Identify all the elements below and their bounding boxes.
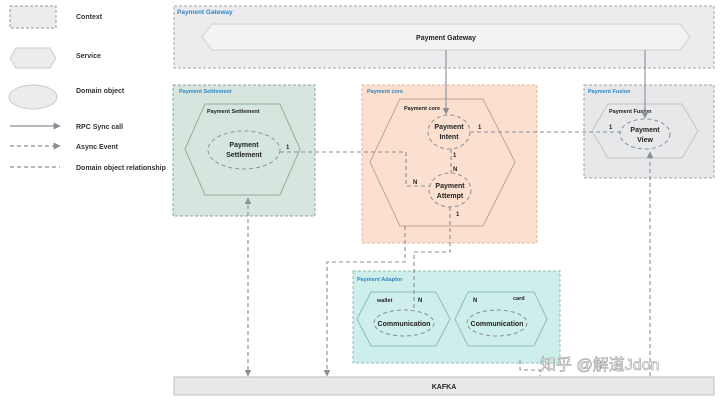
context-payment-adaptor: Payment Adaptor wallet Communication car… (352, 270, 561, 364)
service-settlement-shape (184, 103, 301, 196)
object-communication-wallet-label: Communication (378, 321, 431, 328)
object-view-line2: View (637, 137, 653, 144)
mult-intent-right-1: 1 (478, 125, 482, 131)
legend: Context Service Domain object RPC Sync c… (8, 5, 166, 172)
service-gateway-shape (201, 23, 691, 51)
object-communication-wallet (373, 309, 435, 337)
object-communication-card (466, 309, 528, 337)
mult-settlement-1: 1 (286, 145, 290, 151)
legend-context-label: Context (76, 14, 103, 21)
object-view-line1: Payment (630, 127, 660, 134)
mult-card-n: N (473, 298, 477, 304)
context-settlement-title: Payment Settlement (179, 89, 232, 95)
service-wallet-adaptor-shape (356, 291, 451, 347)
context-payment-settlement: Payment Settlement Payment Settlement Pa… (172, 84, 316, 217)
mult-attempt-top-n: N (453, 167, 457, 173)
context-payment-gateway: Payment Gateway Payment Gateway (173, 5, 715, 69)
object-attempt-line1: Payment (435, 183, 465, 190)
watermark-text: 知乎 @解道Jdon (540, 356, 659, 374)
context-gateway-title: Payment Gateway (177, 9, 233, 16)
adaptor-wallet-label: wallet (376, 298, 392, 304)
mult-wallet-n: N (418, 298, 422, 304)
connectors (244, 50, 654, 377)
object-communication-card-label: Communication (471, 321, 524, 328)
legend-domain-object-swatch (8, 84, 58, 110)
relationship-attempt-communication (413, 207, 451, 310)
mult-intent-down-1: 1 (453, 153, 457, 159)
relationship-settlement-attempt (280, 151, 429, 187)
object-payment-view (619, 118, 671, 150)
object-attempt-line2: Attempt (437, 193, 464, 200)
object-settlement-line1: Payment (229, 142, 259, 149)
mult-attempt-bottom-1: 1 (456, 212, 460, 218)
service-core-label: Payment core (404, 106, 440, 112)
object-settlement-line2: Settlement (226, 152, 262, 159)
context-fusion-title: Payment Fusion (588, 89, 631, 95)
legend-async-label: Async Event (76, 144, 119, 151)
service-fusion-label: Payment Fusion (609, 109, 652, 115)
service-settlement-label: Payment Settlement (207, 109, 260, 115)
legend-context-swatch (9, 5, 57, 29)
mult-attempt-left-n: N (413, 180, 417, 186)
kafka-bus: KAFKA (173, 376, 715, 396)
object-intent-line1: Payment (434, 124, 464, 131)
service-core-shape (369, 98, 516, 227)
service-gateway-label: Payment Gateway (416, 35, 476, 42)
context-adaptor-title: Payment Adaptor (357, 277, 403, 283)
context-core-title: Payment core (367, 89, 403, 95)
legend-relationship-label: Domain object relationship (76, 165, 166, 172)
service-fusion-shape (591, 103, 699, 159)
legend-service-label: Service (76, 53, 101, 60)
context-payment-core: Payment core Payment core Payment Intent… (361, 84, 538, 244)
mult-view-1: 1 (609, 125, 613, 131)
object-intent-line2: Intent (439, 134, 459, 141)
legend-domain-object-label: Domain object (76, 88, 125, 95)
kafka-label: KAFKA (432, 384, 457, 391)
service-card-adaptor-shape (454, 291, 548, 347)
kafka-bar (173, 376, 715, 396)
adaptor-card-label: card (513, 296, 525, 302)
async-core-to-kafka (323, 226, 406, 377)
multiplicity-labels: 1 N 1 1 N 1 1 N N (286, 125, 613, 304)
object-payment-settlement (207, 130, 281, 170)
legend-service-swatch (9, 47, 57, 69)
legend-rpc-label: RPC Sync call (76, 124, 123, 131)
